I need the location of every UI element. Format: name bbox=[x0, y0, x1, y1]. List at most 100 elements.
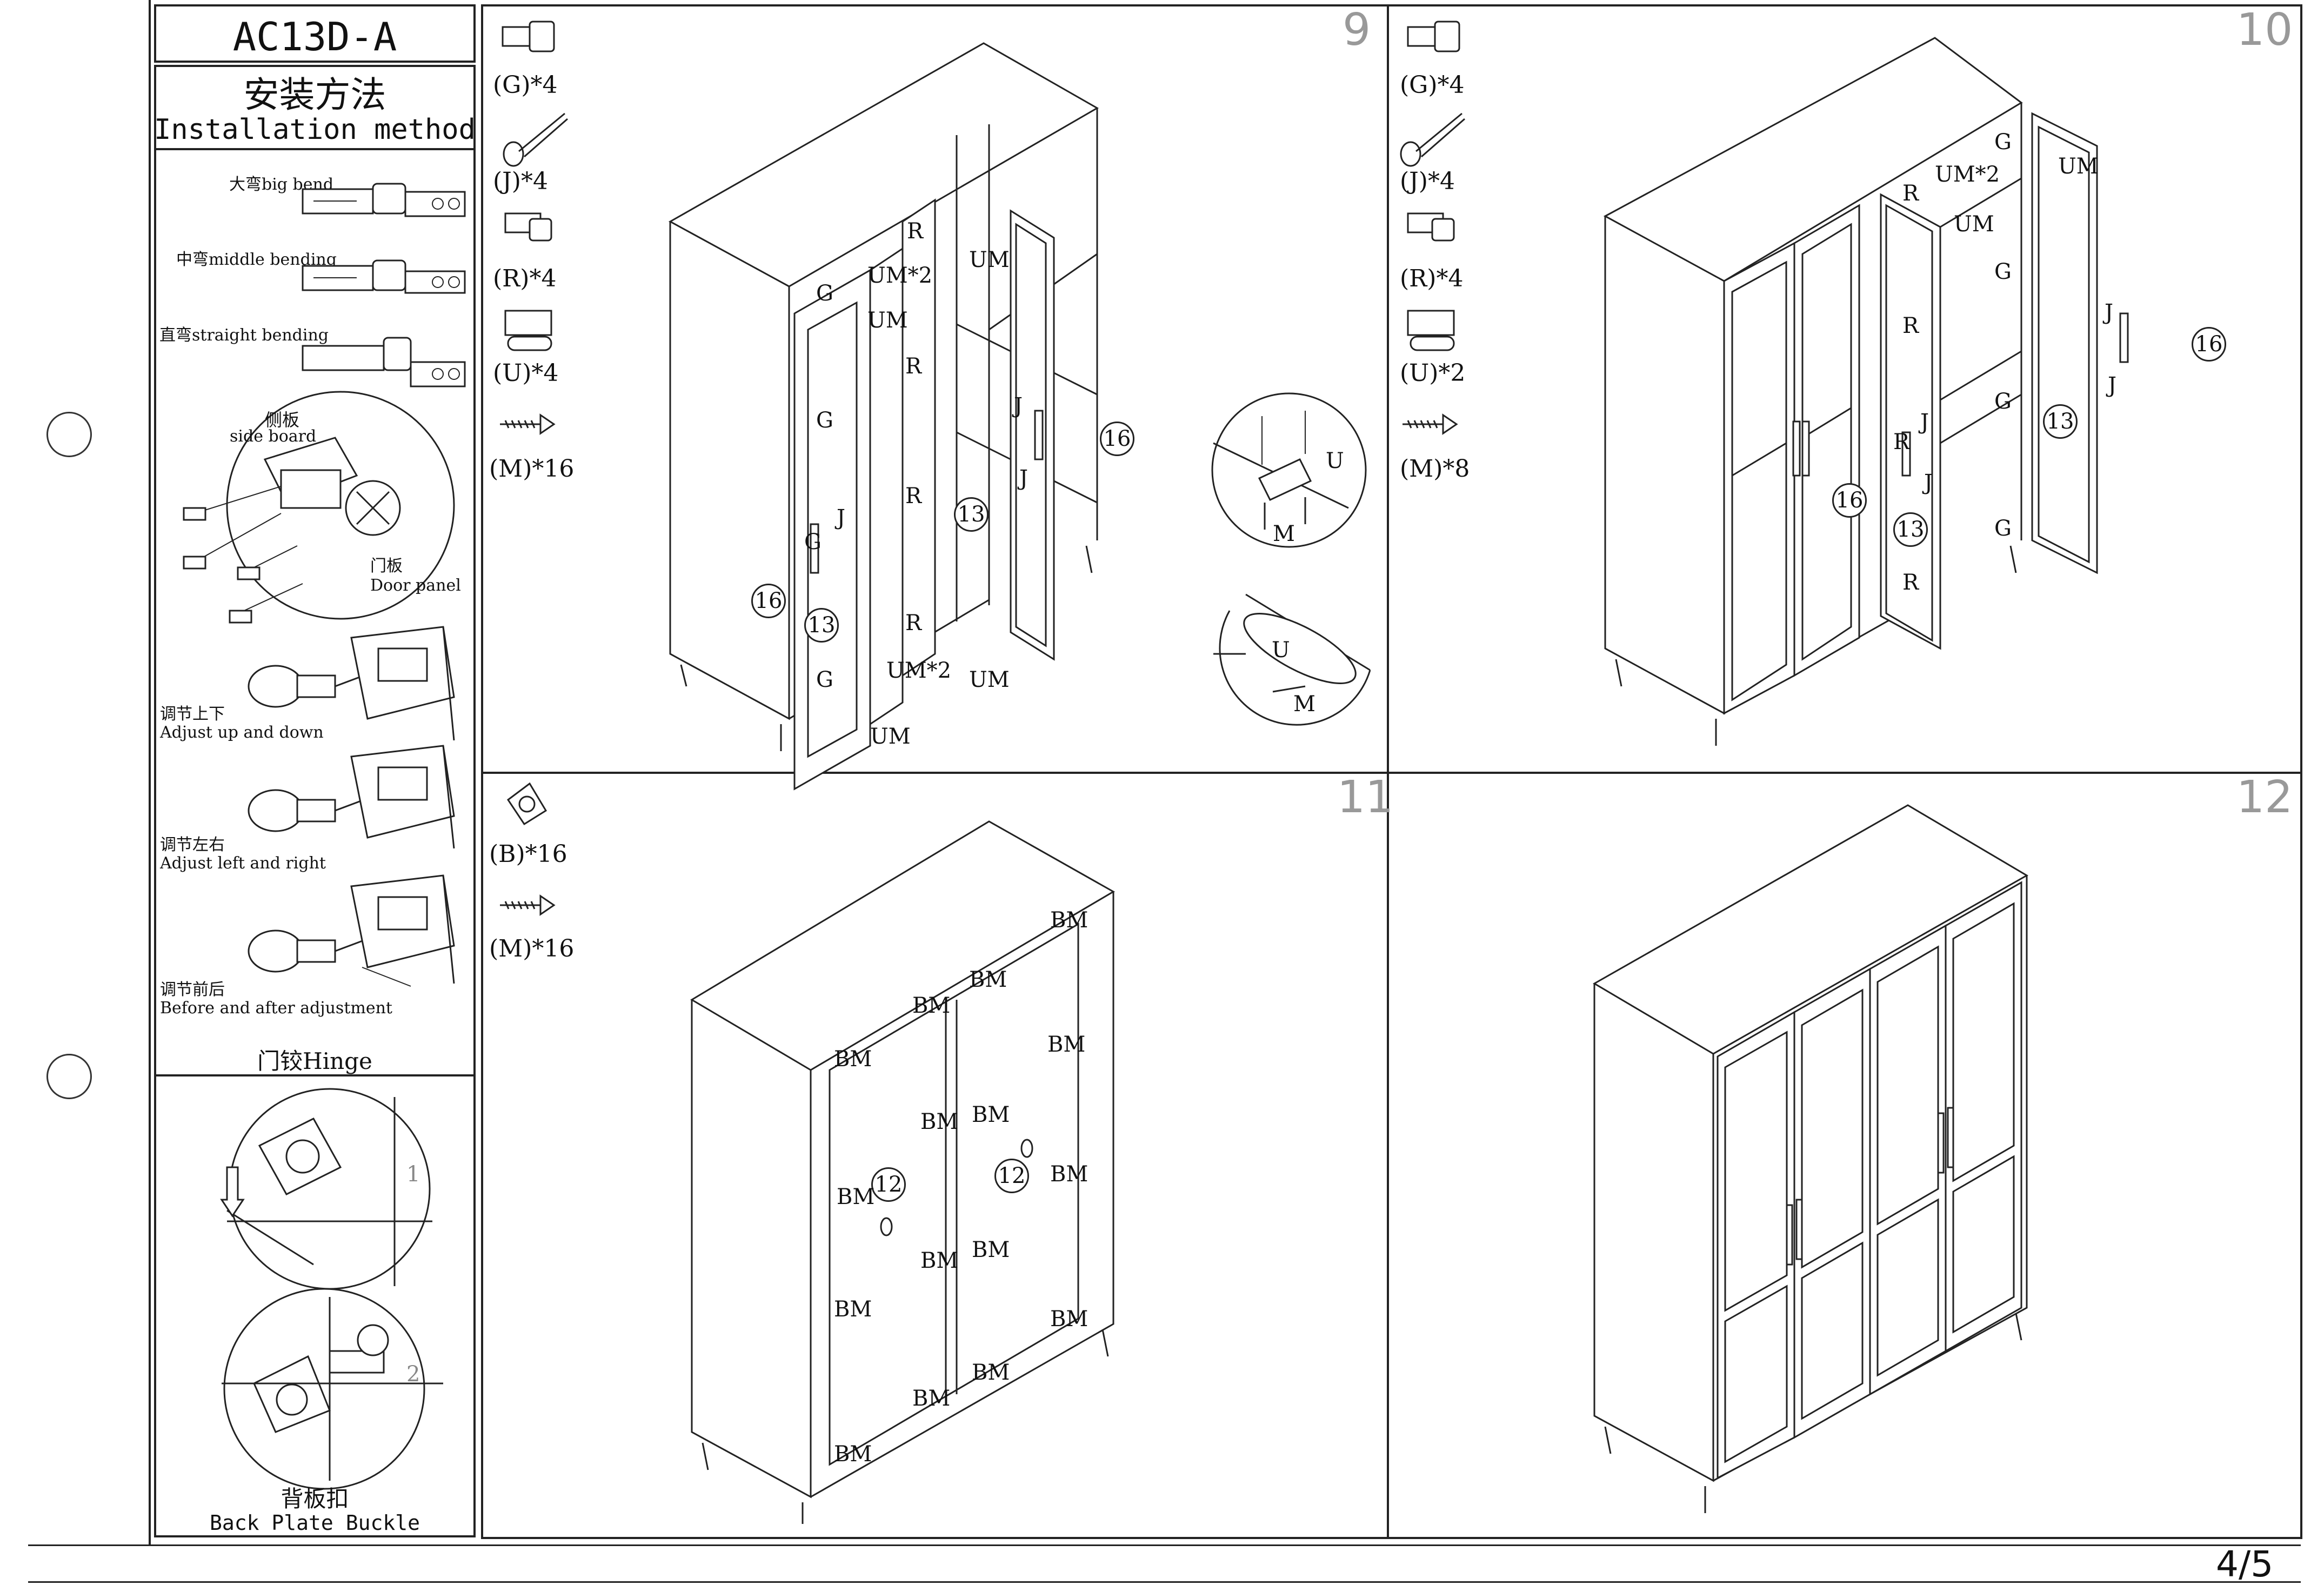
step-9-magnet-detail-bottom bbox=[1213, 593, 1371, 726]
step-10-callout-um2: UM*2 bbox=[1935, 162, 2000, 187]
hinge-divider bbox=[154, 1074, 476, 1076]
hinge-middle-bending-drawing bbox=[302, 259, 466, 294]
part-g-hinge-icon-9 bbox=[502, 21, 555, 52]
part-m-screw-icon-11 bbox=[500, 894, 556, 916]
hinge-install-drawing bbox=[183, 391, 455, 624]
heading-cn: 安装方法 bbox=[243, 74, 386, 116]
step-9-callout-16-1: 16 bbox=[1100, 422, 1134, 456]
step-10-callout-r-1: R bbox=[1902, 181, 1919, 206]
step-12-finished-wardrobe-drawing bbox=[1593, 804, 2028, 1513]
part-j-label-10: (J)*4 bbox=[1400, 168, 1455, 195]
step-11-callout-bm-15: BM bbox=[912, 1386, 951, 1411]
step-9-callout-g-3: G bbox=[804, 530, 822, 554]
step-9-callout-um-2: UM bbox=[867, 308, 908, 333]
part-g-label-10: (G)*4 bbox=[1400, 71, 1465, 99]
step-9-callout-j-3: J bbox=[837, 505, 846, 530]
part-j-label-9: (J)*4 bbox=[493, 168, 548, 195]
part-b-label-11: (B)*16 bbox=[489, 840, 567, 868]
door-panel-cn: 门板 bbox=[370, 557, 403, 576]
step-10-callout-j-2: J bbox=[2108, 373, 2117, 398]
part-j-bolt-icon-10 bbox=[1400, 112, 1465, 167]
back-plate-num-1: 1 bbox=[406, 1162, 420, 1187]
step-10-callout-g-1: G bbox=[1994, 130, 2012, 155]
step-9-callout-g-4: G bbox=[816, 667, 833, 692]
step-11-callout-bm-16: BM bbox=[834, 1442, 872, 1467]
part-m-screw-icon-9 bbox=[500, 413, 556, 435]
step-10-callout-r-2: R bbox=[1902, 313, 1919, 338]
step-9-callout-g-1: G bbox=[816, 281, 833, 306]
back-plate-detail-1 bbox=[220, 1088, 432, 1290]
step-11-callout-bm-5: BM bbox=[834, 1047, 872, 1072]
step-10-callout-g-2: G bbox=[1994, 259, 2012, 284]
left-panel bbox=[154, 65, 476, 1537]
part-r-label-10: (R)*4 bbox=[1400, 265, 1464, 292]
step-9-magnet-detail-top bbox=[1211, 392, 1367, 548]
step-10-callout-j-4: J bbox=[1924, 470, 1933, 495]
hinge-big-bend-drawing bbox=[302, 183, 466, 217]
step-9-callout-um2-2: UM*2 bbox=[886, 658, 952, 683]
grid-horizontal-divider bbox=[481, 772, 2302, 774]
part-m-screw-icon-10 bbox=[1403, 413, 1458, 435]
step-11-callout-bm-14: BM bbox=[972, 1360, 1010, 1385]
part-r-hinge-icon-9 bbox=[504, 212, 552, 242]
adjust-leftright-drawing bbox=[248, 745, 455, 849]
part-m-label-9: (M)*16 bbox=[489, 455, 575, 483]
step-10-callout-g-4: G bbox=[1994, 516, 2012, 541]
step-11-number: 11 bbox=[1337, 772, 1394, 823]
binder-hole-top bbox=[46, 412, 92, 457]
hinge-caption: 门铰Hinge bbox=[257, 1048, 372, 1074]
back-plate-num-2: 2 bbox=[406, 1362, 420, 1387]
step-9-detail-m-1: M bbox=[1273, 521, 1295, 546]
step-11-callout-12-1: 12 bbox=[871, 1167, 906, 1202]
step-10-callout-16-1: 16 bbox=[2192, 327, 2226, 362]
step-9-callout-um-4: UM bbox=[870, 724, 911, 749]
part-m-label-11: (M)*16 bbox=[489, 935, 575, 962]
model-code-box: AC13D-A bbox=[154, 4, 476, 63]
part-g-hinge-icon-10 bbox=[1407, 21, 1460, 52]
step-9-detail-u-1: U bbox=[1326, 449, 1344, 473]
adjust-updown-cn: 调节上下 bbox=[160, 705, 225, 724]
step-11-callout-bm-13: BM bbox=[834, 1297, 872, 1322]
adjust-leftright-cn: 调节左右 bbox=[160, 835, 225, 854]
step-12-number: 12 bbox=[2236, 772, 2293, 823]
heading-en: Installation method bbox=[154, 113, 476, 146]
step-11-callout-bm-10: BM bbox=[920, 1248, 959, 1273]
side-board-en: side board bbox=[230, 427, 317, 446]
part-r-hinge-icon-10 bbox=[1407, 212, 1455, 242]
step-10-callout-j-1: J bbox=[2105, 300, 2114, 325]
step-11-callout-bm-3: BM bbox=[912, 993, 951, 1018]
door-panel-en: Door panel bbox=[370, 576, 461, 595]
step-11-callout-bm-1: BM bbox=[1050, 908, 1088, 933]
page-number: 4/5 bbox=[2216, 1543, 2274, 1585]
step-9-callout-16-2: 16 bbox=[751, 584, 786, 618]
back-plate-caption-en: Back Plate Buckle bbox=[210, 1511, 420, 1535]
part-r-label-9: (R)*4 bbox=[493, 265, 557, 292]
bottom-rule bbox=[28, 1544, 2301, 1546]
step-11-callout-12-2: 12 bbox=[994, 1159, 1029, 1193]
heading-divider bbox=[154, 148, 476, 150]
step-10-callout-r-3: R bbox=[1893, 430, 1910, 454]
step-9-callout-g-2: G bbox=[816, 408, 833, 433]
part-u-magnet-icon-10 bbox=[1407, 310, 1455, 351]
adjust-frontback-cn: 调节前后 bbox=[160, 980, 225, 999]
margin-line bbox=[149, 0, 151, 1546]
model-code: AC13D-A bbox=[232, 14, 397, 59]
step-10-callout-um-1: UM bbox=[1954, 212, 1994, 237]
adjust-frontback-en: Before and after adjustment bbox=[160, 999, 392, 1018]
hinge-straight-bending-drawing bbox=[302, 337, 466, 387]
part-u-label-9: (U)*4 bbox=[493, 359, 559, 387]
step-10-callout-13-1: 13 bbox=[2043, 404, 2078, 439]
step-9-wardrobe-drawing bbox=[668, 42, 1099, 791]
step-9-callout-13-2: 13 bbox=[804, 608, 839, 643]
step-11-callout-bm-8: BM bbox=[1050, 1162, 1088, 1187]
step-11-callout-bm-9: BM bbox=[837, 1185, 875, 1209]
adjust-updown-drawing bbox=[248, 626, 455, 741]
footer-rule bbox=[28, 1581, 2301, 1583]
part-u-magnet-icon-9 bbox=[504, 310, 552, 351]
part-b-buckle-icon-11 bbox=[506, 782, 547, 826]
step-9-callout-r-1: R bbox=[907, 219, 924, 244]
step-10-callout-g-3: G bbox=[1994, 389, 2012, 414]
step-9-callout-r-4: R bbox=[905, 611, 922, 636]
adjust-updown-en: Adjust up and down bbox=[160, 723, 324, 742]
step-11-callout-bm-11: BM bbox=[972, 1238, 1010, 1262]
